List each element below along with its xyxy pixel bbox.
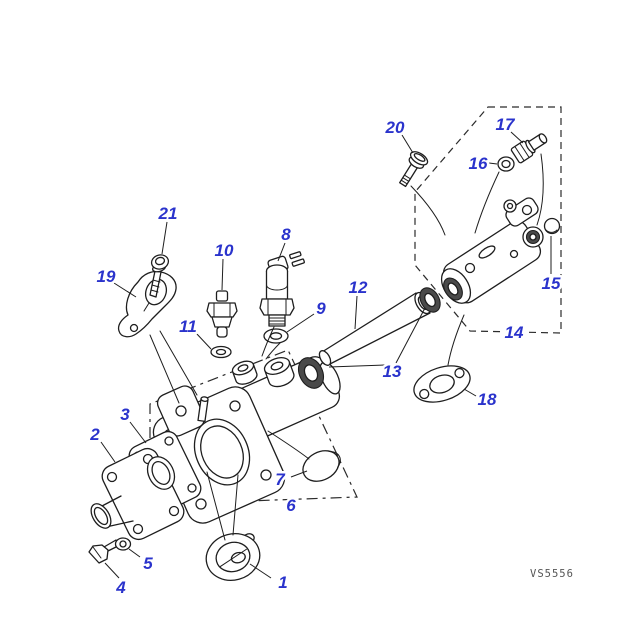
callout-19: 19 bbox=[97, 267, 116, 286]
part-13-seal-lower bbox=[297, 357, 325, 389]
figure-code: VS5556 bbox=[530, 568, 574, 580]
part-housing-main bbox=[152, 356, 341, 524]
part-8-switch bbox=[259, 251, 305, 327]
callout-21: 21 bbox=[158, 204, 178, 223]
callout-4: 4 bbox=[115, 578, 126, 597]
callout-1: 1 bbox=[278, 573, 287, 592]
leader-line-18 bbox=[463, 388, 477, 397]
callout-20: 20 bbox=[385, 118, 405, 137]
leader-line-9 bbox=[286, 313, 315, 333]
leader-line-11 bbox=[195, 332, 212, 350]
part-2-outlet-elbow bbox=[90, 447, 185, 541]
part-17-union bbox=[510, 133, 548, 164]
callout-12: 12 bbox=[349, 278, 368, 297]
group-6-boundary bbox=[149, 349, 358, 504]
leader-line-21 bbox=[161, 221, 168, 255]
callout-3: 3 bbox=[120, 405, 130, 424]
callout-8: 8 bbox=[281, 225, 291, 244]
part-10-sensor bbox=[206, 290, 238, 338]
part-9-washer bbox=[263, 328, 289, 344]
part-4-bolt bbox=[88, 539, 119, 564]
leader-line-19 bbox=[113, 282, 137, 298]
housing-boss-right bbox=[263, 357, 295, 388]
leader-line-4 bbox=[104, 562, 120, 579]
callout-10: 10 bbox=[215, 241, 234, 260]
callout-15: 15 bbox=[542, 274, 561, 293]
elbow-pipe-mouth bbox=[90, 503, 112, 529]
part-1-thermostat bbox=[205, 533, 261, 581]
callout-2: 2 bbox=[89, 425, 100, 444]
association-lines bbox=[149, 153, 544, 541]
callout-17: 17 bbox=[496, 115, 516, 134]
leader-line-10 bbox=[221, 258, 224, 291]
leader-line-20 bbox=[401, 134, 414, 154]
part-5-washer bbox=[114, 537, 132, 551]
part-19-bracket bbox=[117, 270, 177, 338]
leader-line-7 bbox=[290, 470, 308, 478]
leader-line-12 bbox=[354, 295, 358, 330]
part-11-washer bbox=[210, 345, 232, 359]
leader-line-5 bbox=[128, 548, 141, 558]
leader-line-13 bbox=[328, 364, 386, 368]
callout-7: 7 bbox=[275, 470, 286, 489]
leader-line-2 bbox=[100, 441, 116, 463]
part-12-tube bbox=[318, 291, 432, 366]
leader-line-17 bbox=[510, 131, 524, 144]
part-housing-upper bbox=[440, 197, 544, 304]
callout-14: 14 bbox=[505, 323, 524, 342]
part-7-blanking-disc bbox=[302, 450, 341, 482]
part-15-ball bbox=[543, 217, 561, 235]
leader-line-3 bbox=[129, 421, 147, 444]
leader-line-13 bbox=[395, 307, 426, 364]
callout-5: 5 bbox=[143, 554, 153, 573]
callout-13: 13 bbox=[383, 362, 402, 381]
callout-11: 11 bbox=[179, 317, 197, 336]
leader-line-8 bbox=[277, 242, 286, 262]
part-16-washer bbox=[497, 156, 515, 172]
part-21-bolt bbox=[149, 254, 170, 298]
part-20-bolt bbox=[399, 151, 429, 188]
callout-6: 6 bbox=[286, 496, 296, 515]
part-18-gasket bbox=[413, 365, 471, 403]
callout-9: 9 bbox=[316, 299, 326, 318]
part-13-seal-upper bbox=[419, 287, 441, 313]
callout-16: 16 bbox=[469, 154, 488, 173]
group-14-boundary bbox=[414, 106, 562, 334]
housing-boss-left bbox=[231, 360, 258, 385]
housing-stud bbox=[197, 396, 209, 423]
leader-line-1 bbox=[249, 563, 272, 579]
callout-18: 18 bbox=[478, 390, 497, 409]
leader-line-16 bbox=[488, 162, 498, 165]
